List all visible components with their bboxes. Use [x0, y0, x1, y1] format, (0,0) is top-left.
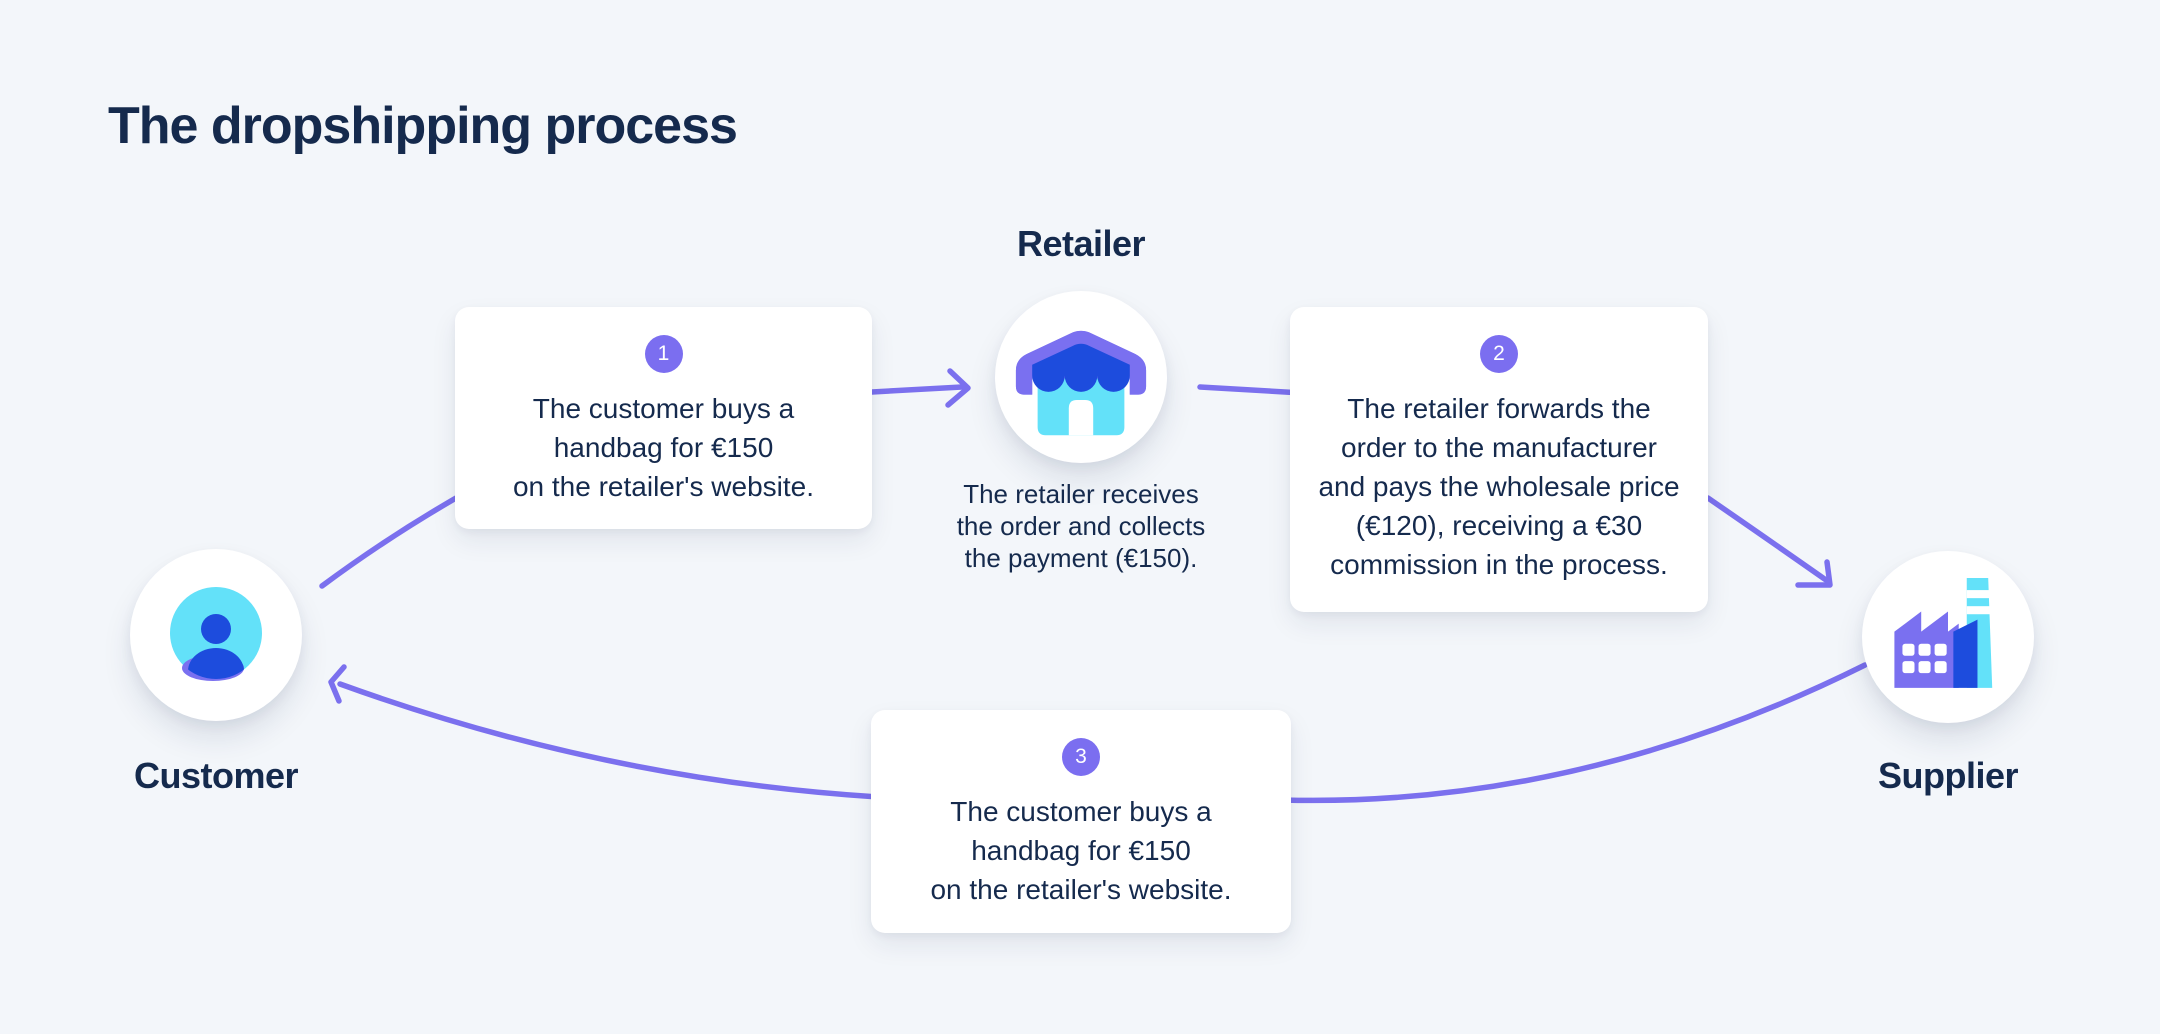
- line-supplier-to-step3: [1279, 662, 1868, 804]
- step-3-line: handbag for €150: [971, 835, 1191, 866]
- line-retailer-to-step2: [1197, 384, 1305, 396]
- step-2-line: (€120), receiving a €30: [1355, 510, 1643, 541]
- step-number-badge: 2: [1480, 335, 1518, 373]
- storefront-icon: [1015, 330, 1147, 436]
- supplier-node: [1862, 551, 2034, 723]
- page-title: The dropshipping process: [108, 97, 738, 155]
- step-3-text: The customer buys a handbag for €150 on …: [930, 792, 1231, 909]
- step-number-badge: 1: [644, 335, 683, 373]
- retailer-node: [995, 291, 1167, 463]
- person-icon: [170, 587, 262, 681]
- step-3-line: on the retailer's website.: [930, 874, 1232, 905]
- step-2-text: The retailer forwards the order to the m…: [1318, 389, 1679, 584]
- arrowhead-left-icon: [328, 664, 347, 704]
- step-2-line: and pays the wholesale price: [1318, 471, 1680, 502]
- step-2-line: order to the manufacturer: [1341, 432, 1657, 463]
- step-2-line: commission in the process.: [1330, 549, 1668, 580]
- arrow-step3-to-customer: [337, 681, 881, 800]
- step-1-line: on the retailer's website.: [512, 471, 815, 502]
- arrow-customer-to-step1: [319, 487, 473, 589]
- arrowhead-right-icon: [945, 368, 971, 408]
- step-card-3: 3 The customer buys a handbag for €150 o…: [871, 710, 1291, 933]
- step-3-line: The customer buys a: [950, 796, 1212, 827]
- step-1-line: The customer buys a: [532, 393, 795, 424]
- retailer-caption-line: the order and collects: [956, 511, 1206, 541]
- arrow-step2-to-supplier: [1705, 495, 1829, 583]
- retailer-caption-line: The retailer receives: [963, 479, 1199, 509]
- factory-icon: [1894, 578, 1993, 688]
- retailer-caption: The retailer receives the order and coll…: [957, 478, 1206, 574]
- supplier-label: Supplier: [1877, 755, 2019, 796]
- step-1-text: The customer buys a handbag for €150 on …: [513, 389, 814, 506]
- customer-node: [130, 549, 302, 721]
- arrowhead-downright-icon: [1795, 559, 1833, 588]
- step-1-line: handbag for €150: [553, 432, 774, 463]
- step-number-badge: 3: [1062, 738, 1100, 776]
- step-2-line: The retailer forwards the: [1347, 393, 1651, 424]
- arrow-step1-to-retailer: [869, 384, 965, 395]
- step-card-2: 2 The retailer forwards the order to the…: [1290, 307, 1708, 612]
- customer-label: Customer: [133, 755, 299, 796]
- retailer-label: Retailer: [1016, 223, 1146, 264]
- step-card-1: 1 The customer buys a handbag for €150 o…: [455, 307, 872, 529]
- retailer-caption-line: the payment (€150).: [964, 543, 1198, 573]
